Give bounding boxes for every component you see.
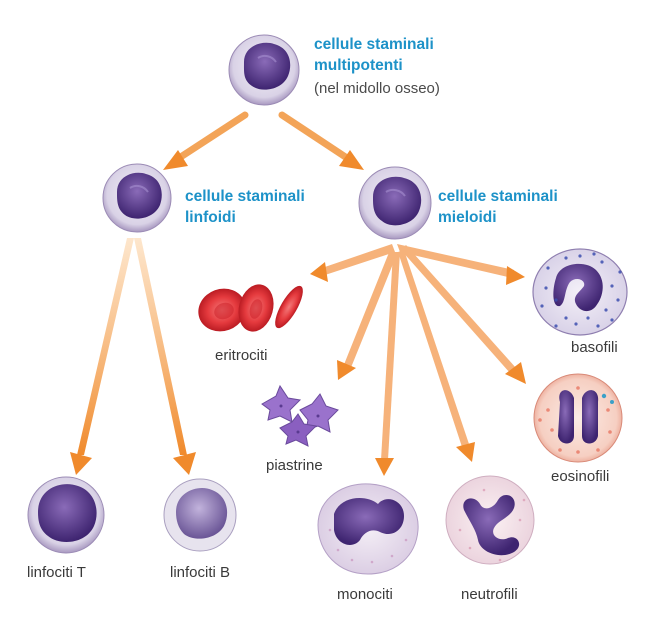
- neutrophil-illustration: [445, 475, 535, 565]
- arrow-myeloid-to-eosinophils: [401, 245, 526, 384]
- root-title-line2: multipotenti: [314, 57, 403, 74]
- label-neutrophils: neutrofili: [461, 586, 518, 603]
- arrow-myeloid-to-erythrocytes: [310, 244, 395, 282]
- platelets-illustration: [261, 384, 339, 447]
- arrows: [70, 111, 526, 476]
- arrow-myeloid-to-basophils: [397, 244, 525, 285]
- label-t-lymphocytes: linfociti T: [27, 564, 86, 581]
- myeloid-stem-cell: [358, 166, 432, 240]
- label-erythrocytes: eritrociti: [215, 347, 268, 364]
- erythrocytes-illustration: [198, 284, 303, 332]
- t-lymphocyte-illustration: [27, 476, 105, 554]
- lymphoid-title-line1: cellule staminali: [185, 188, 305, 205]
- eosinophil-illustration: [533, 373, 623, 463]
- myeloid-title-line1: cellule staminali: [438, 188, 558, 205]
- arrow-lymphoid-to-t: [70, 238, 134, 475]
- basophil-illustration: [532, 248, 628, 336]
- label-platelets: piastrine: [266, 457, 323, 474]
- arrow-myeloid-to-platelets: [337, 250, 397, 380]
- arrow-myeloid-to-neutrophils: [398, 250, 475, 462]
- label-basophils: basofili: [571, 339, 618, 356]
- arrow-lymphoid-to-b: [134, 238, 196, 475]
- lymphoid-title-line2: linfoidi: [185, 209, 236, 226]
- arrow-root-to-myeloid: [278, 111, 364, 170]
- multipotent-stem-cell: [228, 34, 300, 106]
- arrow-myeloid-to-monocytes: [375, 252, 400, 476]
- lymphoid-stem-cell: [102, 163, 172, 233]
- label-monocytes: monociti: [337, 586, 393, 603]
- arrow-root-to-lymphoid: [163, 111, 249, 170]
- label-eosinophils: eosinofili: [551, 468, 610, 485]
- monocyte-illustration: [317, 483, 419, 575]
- root-subtitle: (nel midollo osseo): [314, 80, 440, 97]
- b-lymphocyte-illustration: [163, 478, 237, 552]
- myeloid-title-line2: mieloidi: [438, 209, 497, 226]
- label-b-lymphocytes: linfociti B: [170, 564, 231, 581]
- root-title-line1: cellule staminali: [314, 36, 434, 53]
